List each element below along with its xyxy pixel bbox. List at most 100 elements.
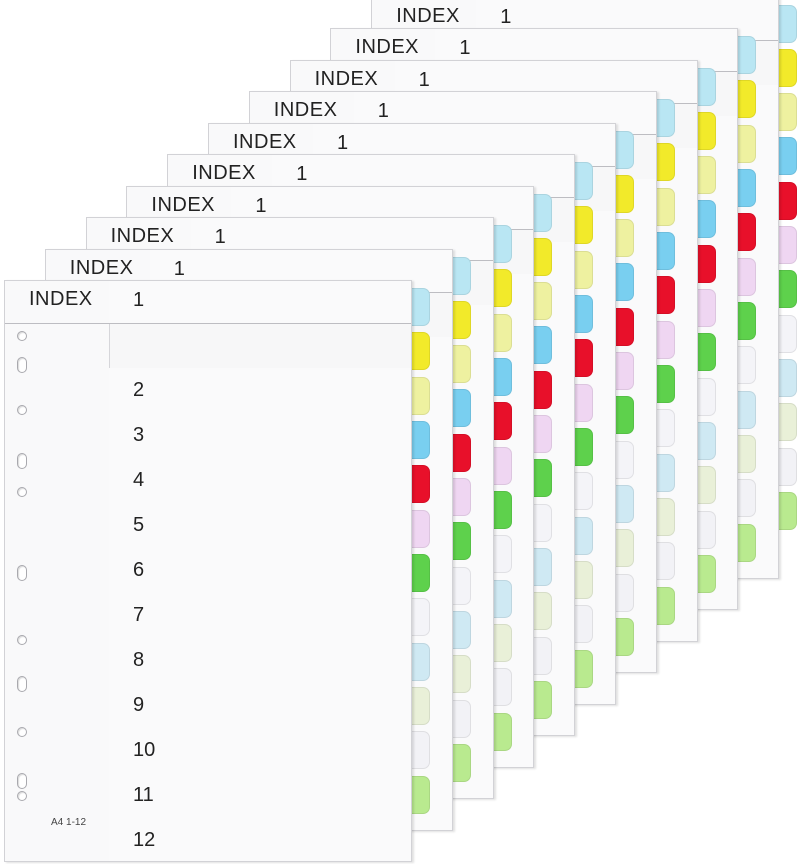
colored-tab (777, 314, 798, 353)
punch-hole-icon (17, 487, 27, 497)
colored-tab (450, 655, 471, 694)
index-label: INDEX (29, 288, 93, 310)
punch-hole-icon (17, 331, 27, 341)
index-row: 8 (109, 638, 411, 684)
index-row: 9 (109, 683, 411, 729)
colored-tab (654, 586, 675, 625)
index-label: INDEX (233, 130, 297, 153)
colored-tab (573, 427, 594, 466)
colored-tab (410, 376, 430, 415)
colored-tab (777, 359, 798, 398)
colored-tab (654, 320, 675, 359)
punch-hole-icon (17, 791, 27, 801)
colored-tab (777, 48, 798, 87)
colored-tab (491, 446, 512, 485)
index-row: 6 (109, 548, 411, 594)
colored-tab (491, 668, 512, 707)
colored-tab (532, 326, 553, 365)
colored-tab (654, 187, 675, 226)
row-number: 7 (133, 603, 145, 626)
colored-tab (450, 433, 471, 472)
colored-tab (654, 409, 675, 448)
row-number: 5 (133, 513, 145, 536)
colored-tab (777, 270, 798, 309)
index-row: 2 (109, 368, 411, 414)
colored-tab (654, 364, 675, 403)
colored-tab (450, 300, 471, 339)
colored-tab (695, 333, 716, 372)
row-number: 1 (377, 100, 389, 122)
row-number: 1 (459, 37, 471, 59)
colored-tab (532, 237, 553, 276)
colored-tab (491, 535, 512, 574)
row-number: 10 (133, 738, 156, 761)
colored-tab (410, 553, 430, 592)
index-row: 5 (109, 503, 411, 549)
colored-tab (695, 67, 716, 106)
row-number: 1 (500, 5, 512, 28)
index-row: 7 (109, 593, 411, 639)
index-label: INDEX (396, 4, 460, 27)
colored-tab (614, 440, 634, 479)
colored-tab (695, 377, 716, 416)
colored-tab (777, 403, 798, 442)
punch-hole-icon (17, 565, 27, 581)
index-label: INDEX (355, 36, 420, 58)
colored-tab (695, 510, 716, 549)
colored-tab (654, 497, 675, 536)
colored-tab (532, 282, 553, 321)
punch-hole-icon (17, 357, 27, 373)
colored-tab (654, 276, 675, 315)
index-row: 12 (109, 818, 411, 861)
colored-tab (491, 712, 512, 751)
colored-tab (410, 465, 430, 504)
index-row: 1 (109, 281, 411, 324)
index-label: INDEX (273, 99, 338, 121)
colored-tab (573, 516, 594, 555)
colored-tab (614, 396, 634, 435)
colored-tab (410, 642, 430, 681)
colored-tab (614, 219, 634, 258)
colored-tab (695, 244, 716, 283)
punch-hole-icon (17, 676, 27, 692)
row-number: 1 (214, 226, 226, 248)
colored-tab (532, 459, 553, 498)
colored-tab (410, 731, 430, 770)
index-row: 11 (109, 773, 411, 819)
colored-tab (736, 346, 757, 385)
colored-tab (695, 466, 716, 505)
index-row: 4 (109, 458, 411, 504)
colored-tab (410, 686, 430, 725)
colored-tab (736, 523, 757, 562)
colored-tab (491, 357, 512, 396)
colored-tab (573, 294, 594, 333)
colored-tab (410, 775, 430, 814)
colored-tab (736, 36, 757, 74)
colored-tab (532, 681, 553, 720)
colored-tab (450, 389, 471, 428)
colored-tab (777, 137, 798, 176)
colored-tab (695, 111, 716, 150)
colored-tab (695, 422, 716, 461)
index-label: INDEX (151, 193, 216, 216)
row-number: 1 (296, 163, 308, 185)
colored-tab (450, 345, 471, 384)
colored-tab (614, 352, 634, 391)
colored-tab (614, 529, 634, 568)
colored-tab (654, 542, 675, 581)
colored-tab (410, 420, 430, 459)
colored-tab (736, 124, 757, 163)
row-number: 1 (418, 68, 430, 91)
colored-tab (450, 566, 471, 605)
punch-hole-icon (17, 773, 27, 789)
row-number: 1 (173, 257, 185, 280)
colored-tab (573, 162, 594, 200)
punch-hole-icon (17, 453, 27, 469)
colored-tab (736, 257, 757, 296)
colored-tab (532, 193, 553, 232)
colored-tab (614, 130, 634, 169)
colored-tab (777, 226, 798, 265)
punch-hole-icon (17, 727, 27, 737)
